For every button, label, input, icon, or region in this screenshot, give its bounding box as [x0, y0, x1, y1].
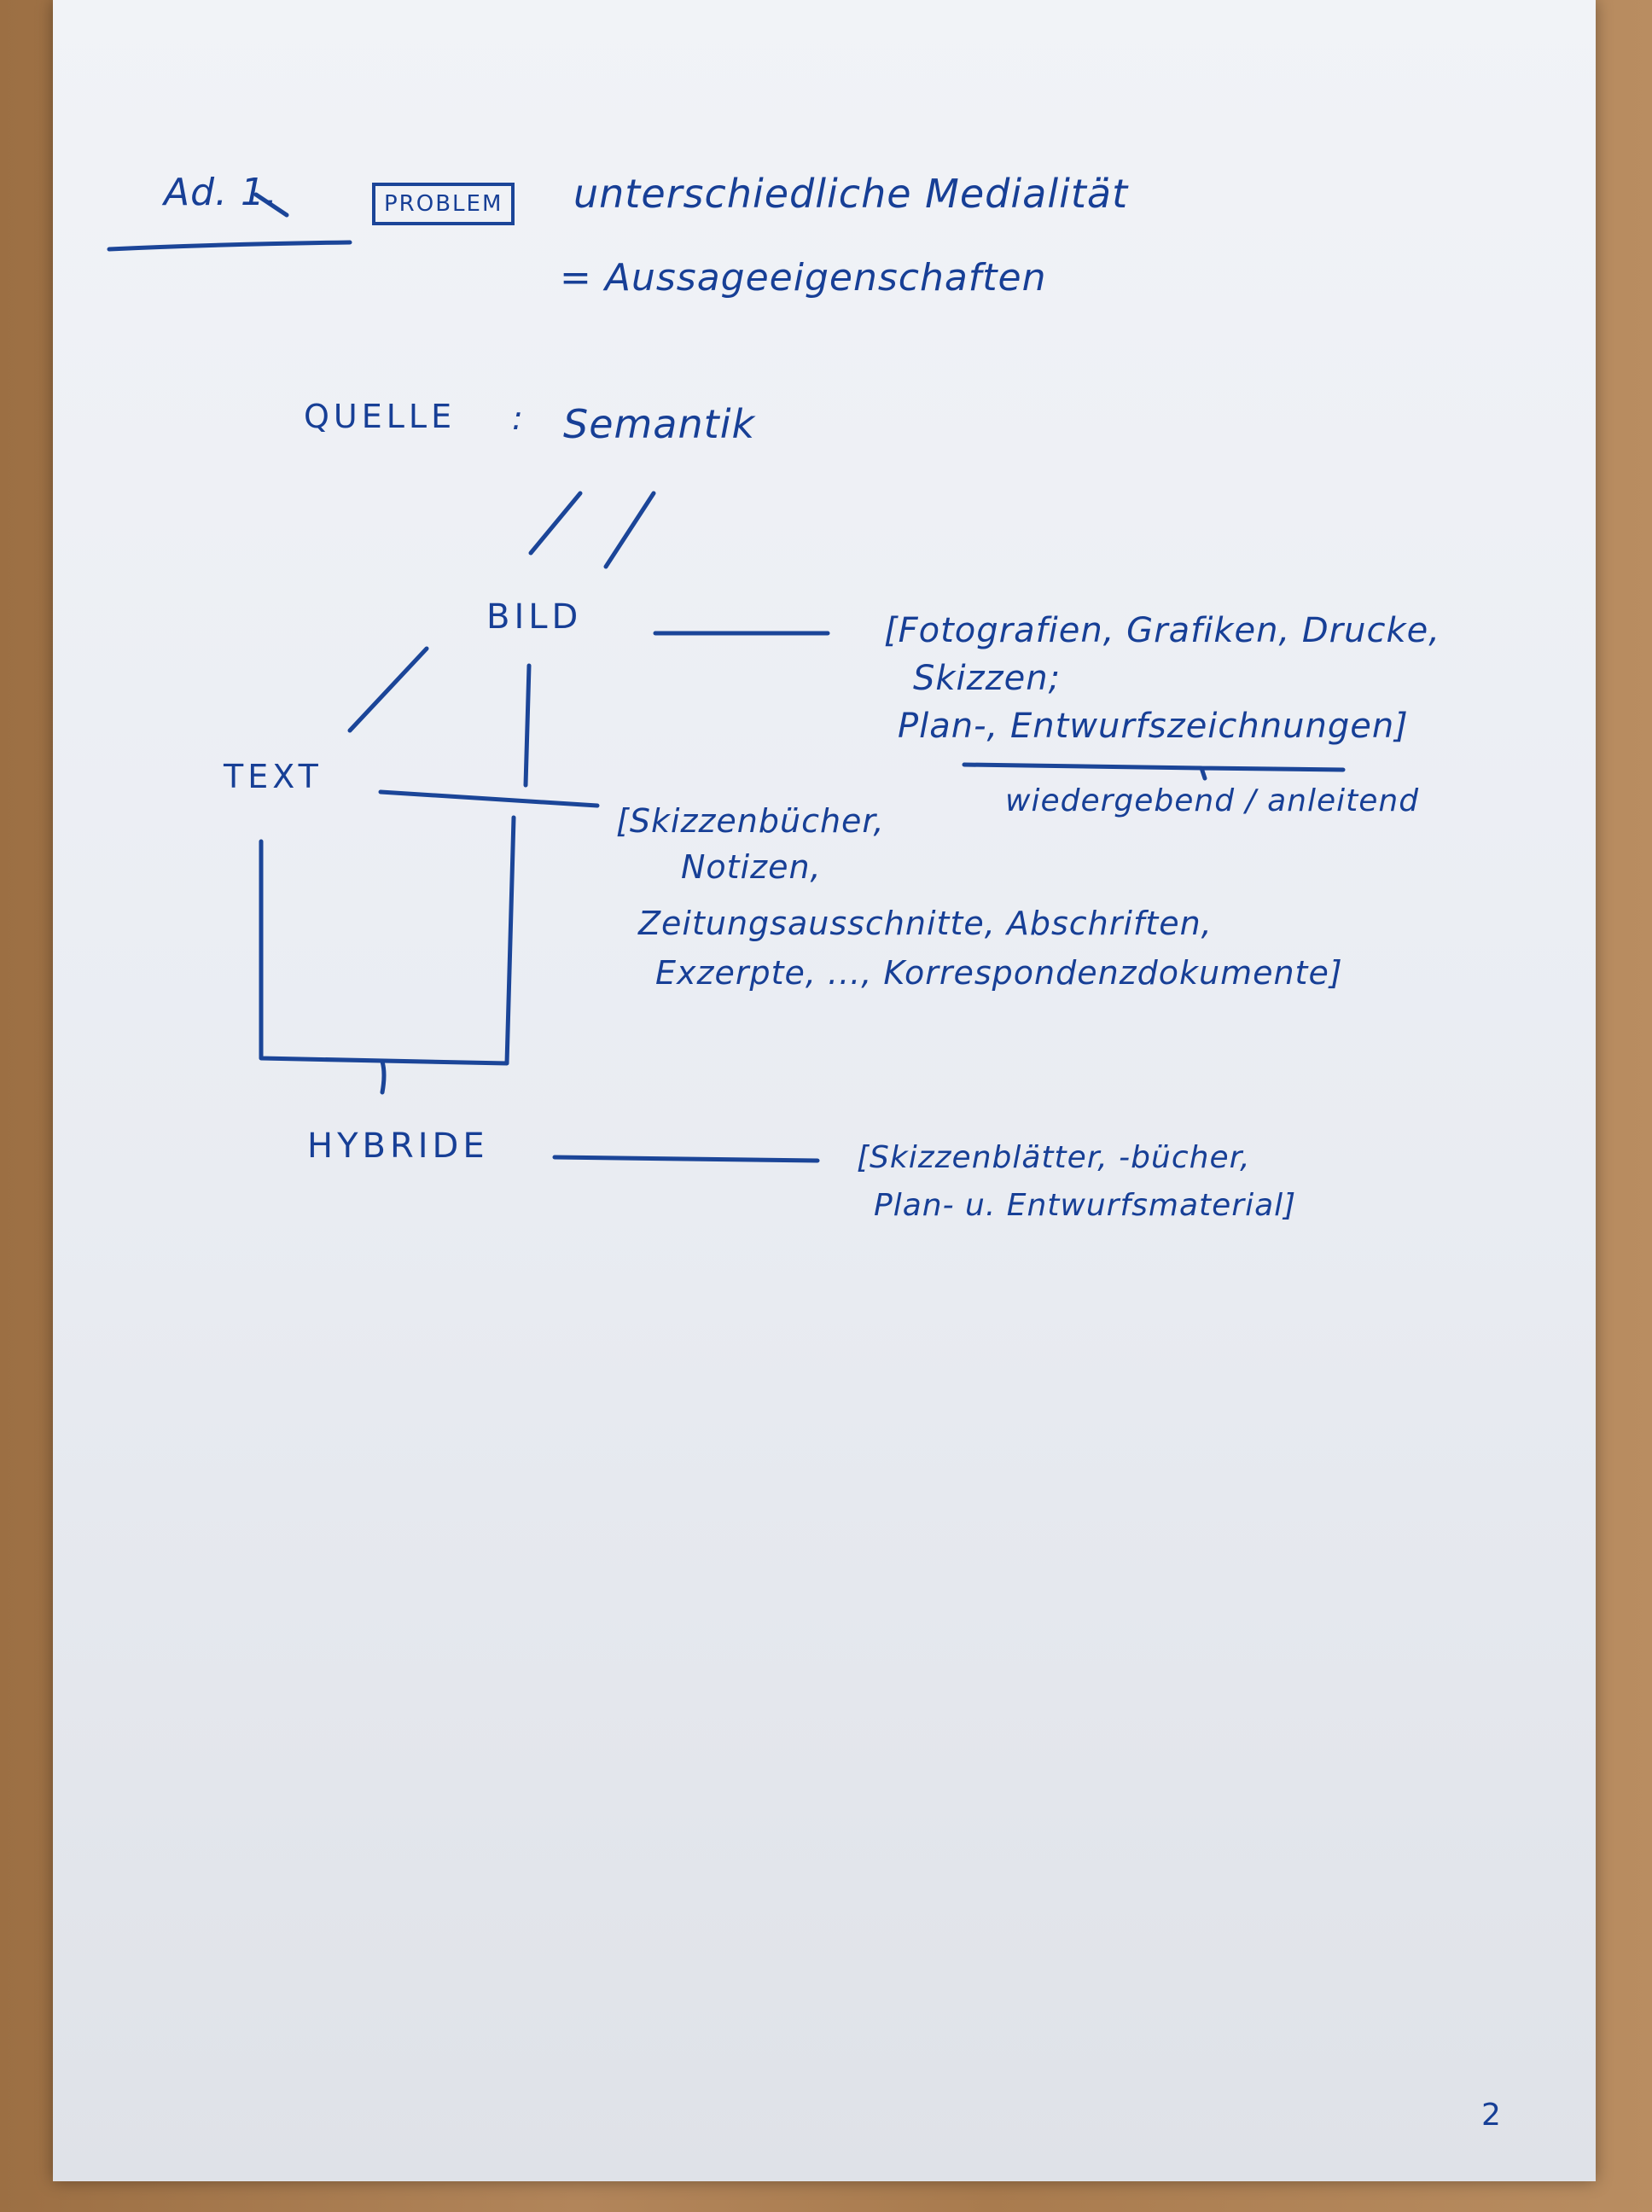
- header-underline: [107, 240, 352, 252]
- node-text: TEXT: [224, 758, 323, 795]
- node-bild: BILD: [486, 597, 583, 637]
- text-examples-line1: [Skizzenbücher,: [616, 802, 885, 840]
- node-hybride: HYBRIDE: [307, 1126, 489, 1166]
- text-to-examples-line: [378, 789, 600, 808]
- hybride-bracket: [259, 815, 516, 1066]
- examples-underbrace: [962, 762, 1346, 781]
- source-colon: :: [512, 399, 524, 437]
- hybride-examples-line1: [Skizzenblätter, -bücher,: [857, 1140, 1251, 1175]
- page-number: 2: [1481, 2098, 1502, 2133]
- bild-examples-line2: Skizzen;: [913, 659, 1062, 698]
- text-examples-line3: Zeitungsausschnitte, Abschriften,: [638, 905, 1213, 942]
- bild-to-text-diagonal: [347, 646, 429, 733]
- text-examples-line4: Exzerpte, ..., Korrespondenzdokumente]: [655, 954, 1343, 992]
- bild-examples-brace-note: wiedergebend / anleitend: [1005, 783, 1420, 818]
- hybride-examples-line2: Plan- u. Entwurfsmaterial]: [874, 1188, 1297, 1223]
- header-title-line1: unterschiedliche Medialität: [573, 171, 1129, 217]
- hybride-bracket-tick: [380, 1059, 387, 1095]
- bild-vertical: [523, 663, 532, 788]
- strikethrough-mark: [253, 192, 289, 218]
- header-prefix: Ad. 1.: [164, 171, 278, 214]
- header-title-line2: = Aussageeigenschaften: [560, 256, 1047, 300]
- source-label: QUELLE: [304, 398, 457, 435]
- hybride-to-examples-line: [552, 1155, 820, 1163]
- bild-examples-line3: Plan-, Entwurfszeichnungen]: [898, 707, 1409, 746]
- bild-examples-line1: [Fotografien, Grafiken, Drucke,: [884, 611, 1440, 650]
- paper-sheet: [53, 0, 1596, 2181]
- semantik-slash-left: [528, 491, 583, 556]
- text-examples-line2: Notizen,: [681, 848, 822, 886]
- source-value: Semantik: [563, 401, 756, 447]
- semantik-slash-right: [603, 491, 656, 569]
- problem-box: PROBLEM: [372, 183, 515, 225]
